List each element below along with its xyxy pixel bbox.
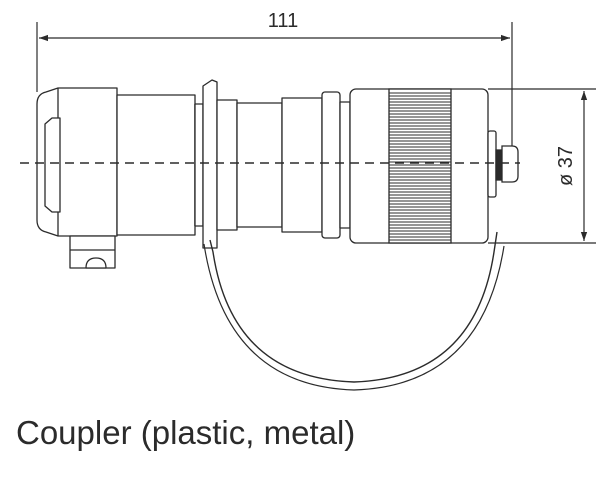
neck bbox=[194, 103, 204, 227]
length-label: 111 bbox=[268, 10, 298, 32]
sleeve bbox=[236, 102, 283, 228]
caption: Coupler (plastic, metal) bbox=[16, 414, 356, 451]
bracket-block bbox=[216, 99, 238, 231]
bracket-plate bbox=[202, 79, 218, 249]
housing bbox=[116, 94, 196, 236]
knob-flange bbox=[487, 130, 497, 198]
retaining-strap bbox=[209, 231, 498, 383]
end-cap-window bbox=[44, 117, 61, 213]
latch-screw bbox=[85, 257, 107, 269]
length-dimension bbox=[36, 22, 513, 162]
front-knob bbox=[487, 130, 519, 198]
sleeve-step bbox=[281, 97, 323, 233]
coupler-body bbox=[36, 79, 489, 269]
collar bbox=[321, 91, 341, 239]
diameter-dimension bbox=[488, 88, 596, 244]
knob-dark-ring bbox=[495, 149, 503, 181]
knob-tip bbox=[501, 145, 519, 183]
diameter-label: ø 37 bbox=[555, 146, 577, 186]
collar-gap bbox=[339, 101, 351, 229]
knurled-ring bbox=[388, 88, 452, 244]
retaining-strap-inner bbox=[203, 243, 505, 391]
